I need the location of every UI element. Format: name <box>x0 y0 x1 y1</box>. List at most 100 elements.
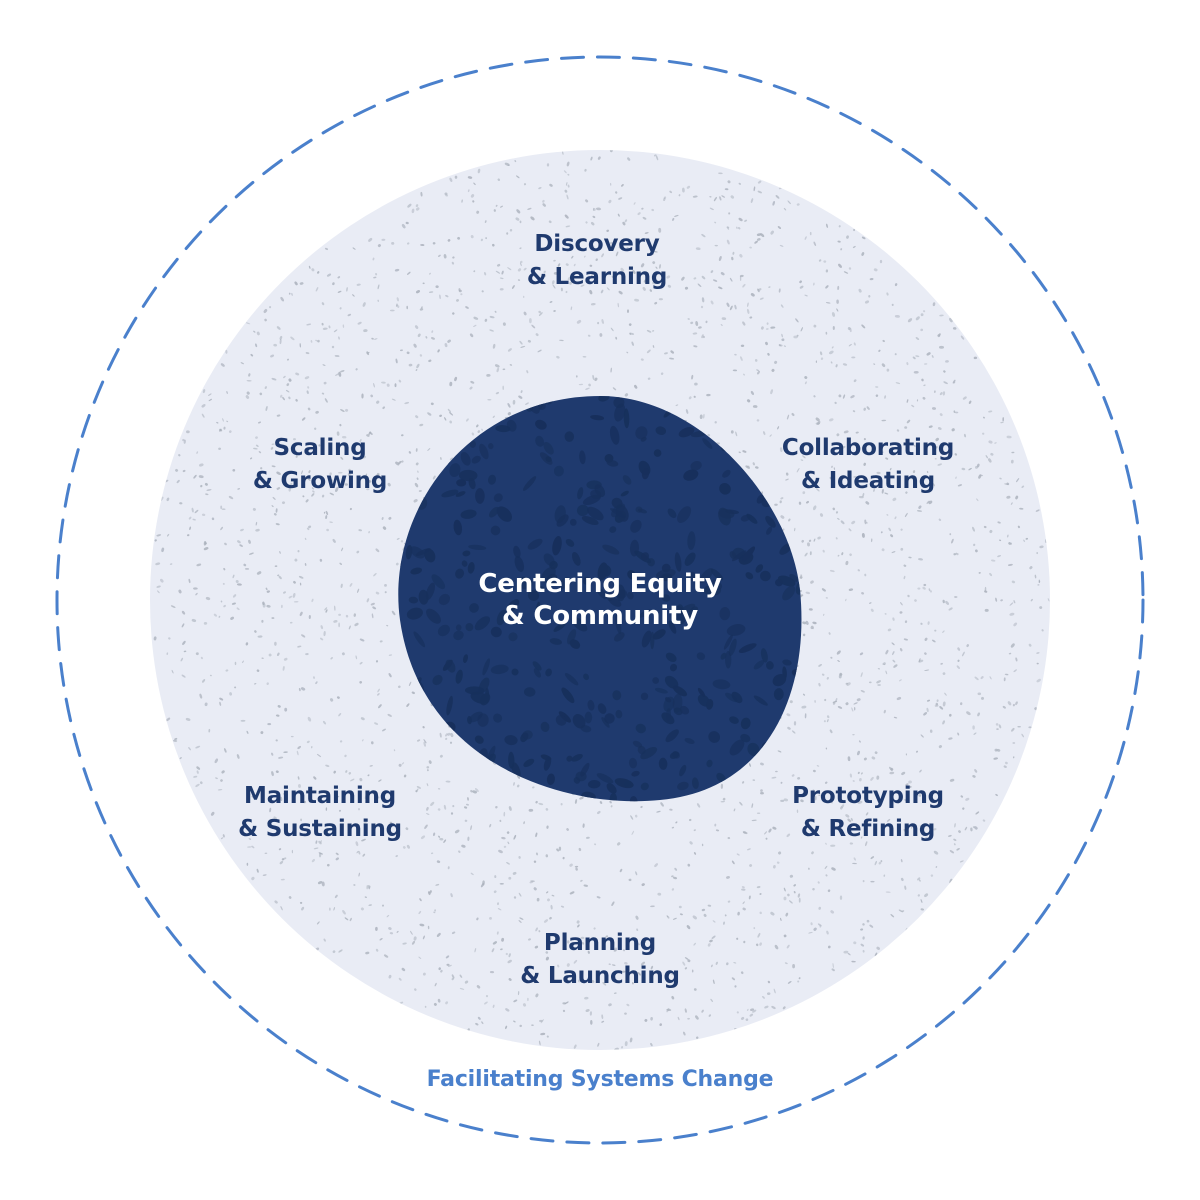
texture-speck <box>230 616 234 620</box>
texture-speck <box>252 507 256 511</box>
texture-speck <box>437 808 441 811</box>
core-texture-blot <box>661 712 675 725</box>
texture-speck <box>626 1003 630 1007</box>
texture-speck <box>921 378 924 382</box>
texture-speck <box>917 894 920 897</box>
texture-speck <box>512 399 516 405</box>
texture-speck <box>597 811 601 814</box>
texture-speck <box>377 688 380 693</box>
texture-speck <box>481 1021 484 1025</box>
texture-speck <box>597 1042 600 1047</box>
texture-speck <box>905 491 908 494</box>
texture-speck <box>934 704 939 707</box>
texture-speck <box>943 370 946 373</box>
texture-speck <box>787 200 791 205</box>
texture-speck <box>783 798 789 802</box>
texture-speck <box>707 904 712 907</box>
texture-speck <box>702 335 706 339</box>
texture-speck <box>1003 677 1006 682</box>
texture-speck <box>485 995 489 998</box>
texture-speck <box>1011 727 1015 732</box>
texture-speck <box>892 617 895 621</box>
texture-speck <box>904 512 908 518</box>
texture-speck <box>283 751 288 754</box>
texture-speck <box>808 608 813 611</box>
texture-speck <box>722 797 726 801</box>
texture-speck <box>857 800 863 804</box>
texture-speck <box>311 493 315 497</box>
texture-speck <box>609 800 612 804</box>
texture-speck <box>652 250 658 253</box>
texture-speck <box>845 814 850 818</box>
texture-speck <box>685 409 689 414</box>
texture-speck <box>320 637 324 641</box>
texture-speck <box>817 881 820 884</box>
texture-speck <box>801 794 805 797</box>
texture-speck <box>447 964 452 967</box>
texture-speck <box>559 339 564 342</box>
texture-speck <box>329 907 331 911</box>
texture-speck <box>711 935 716 939</box>
texture-speck <box>813 927 817 931</box>
texture-speck <box>877 668 881 670</box>
texture-speck <box>438 967 441 971</box>
texture-speck <box>818 906 821 910</box>
texture-speck <box>517 268 522 272</box>
texture-speck <box>513 999 518 1003</box>
texture-speck <box>712 979 715 985</box>
texture-speck <box>332 282 335 286</box>
core-texture-blot <box>772 673 787 687</box>
texture-speck <box>537 349 542 353</box>
texture-speck <box>703 913 707 917</box>
texture-speck <box>566 828 569 831</box>
texture-speck <box>211 517 215 521</box>
texture-speck <box>195 783 200 788</box>
texture-speck <box>939 392 943 396</box>
texture-speck <box>315 287 319 292</box>
texture-speck <box>435 883 440 886</box>
texture-speck <box>804 236 807 240</box>
texture-speck <box>324 398 328 403</box>
texture-speck <box>546 1035 549 1038</box>
texture-speck <box>366 351 370 356</box>
core-texture-blot <box>408 596 419 604</box>
texture-speck <box>834 401 837 405</box>
texture-speck <box>538 310 542 314</box>
texture-speck <box>865 792 868 796</box>
texture-speck <box>720 324 723 326</box>
texture-speck <box>855 431 859 434</box>
texture-speck <box>821 673 825 676</box>
core-texture-blot <box>638 609 652 618</box>
texture-speck <box>300 818 303 822</box>
texture-speck <box>818 794 821 796</box>
texture-speck <box>382 406 386 409</box>
texture-speck <box>418 956 422 959</box>
texture-speck <box>423 739 427 744</box>
texture-speck <box>502 322 506 326</box>
texture-speck <box>404 401 410 405</box>
texture-speck <box>519 340 523 345</box>
texture-speck <box>815 360 818 364</box>
core-texture-blot <box>487 474 497 485</box>
texture-speck <box>907 318 913 323</box>
core-texture-blot <box>418 589 429 605</box>
texture-speck <box>375 548 380 553</box>
texture-speck <box>333 906 336 911</box>
texture-speck <box>452 256 455 259</box>
texture-speck <box>467 189 470 193</box>
texture-speck <box>519 917 524 920</box>
texture-speck <box>439 732 442 738</box>
core-texture-blot <box>652 629 666 640</box>
core-texture-blot <box>577 487 584 500</box>
texture-speck <box>686 185 691 189</box>
core-texture-blot <box>546 773 555 786</box>
texture-speck <box>400 540 404 543</box>
texture-speck <box>193 474 197 479</box>
texture-speck <box>649 289 652 292</box>
texture-speck <box>895 382 901 385</box>
texture-speck <box>292 449 297 452</box>
texture-speck <box>201 413 205 418</box>
texture-speck <box>415 462 419 466</box>
texture-speck <box>785 472 789 476</box>
texture-speck <box>384 591 387 594</box>
